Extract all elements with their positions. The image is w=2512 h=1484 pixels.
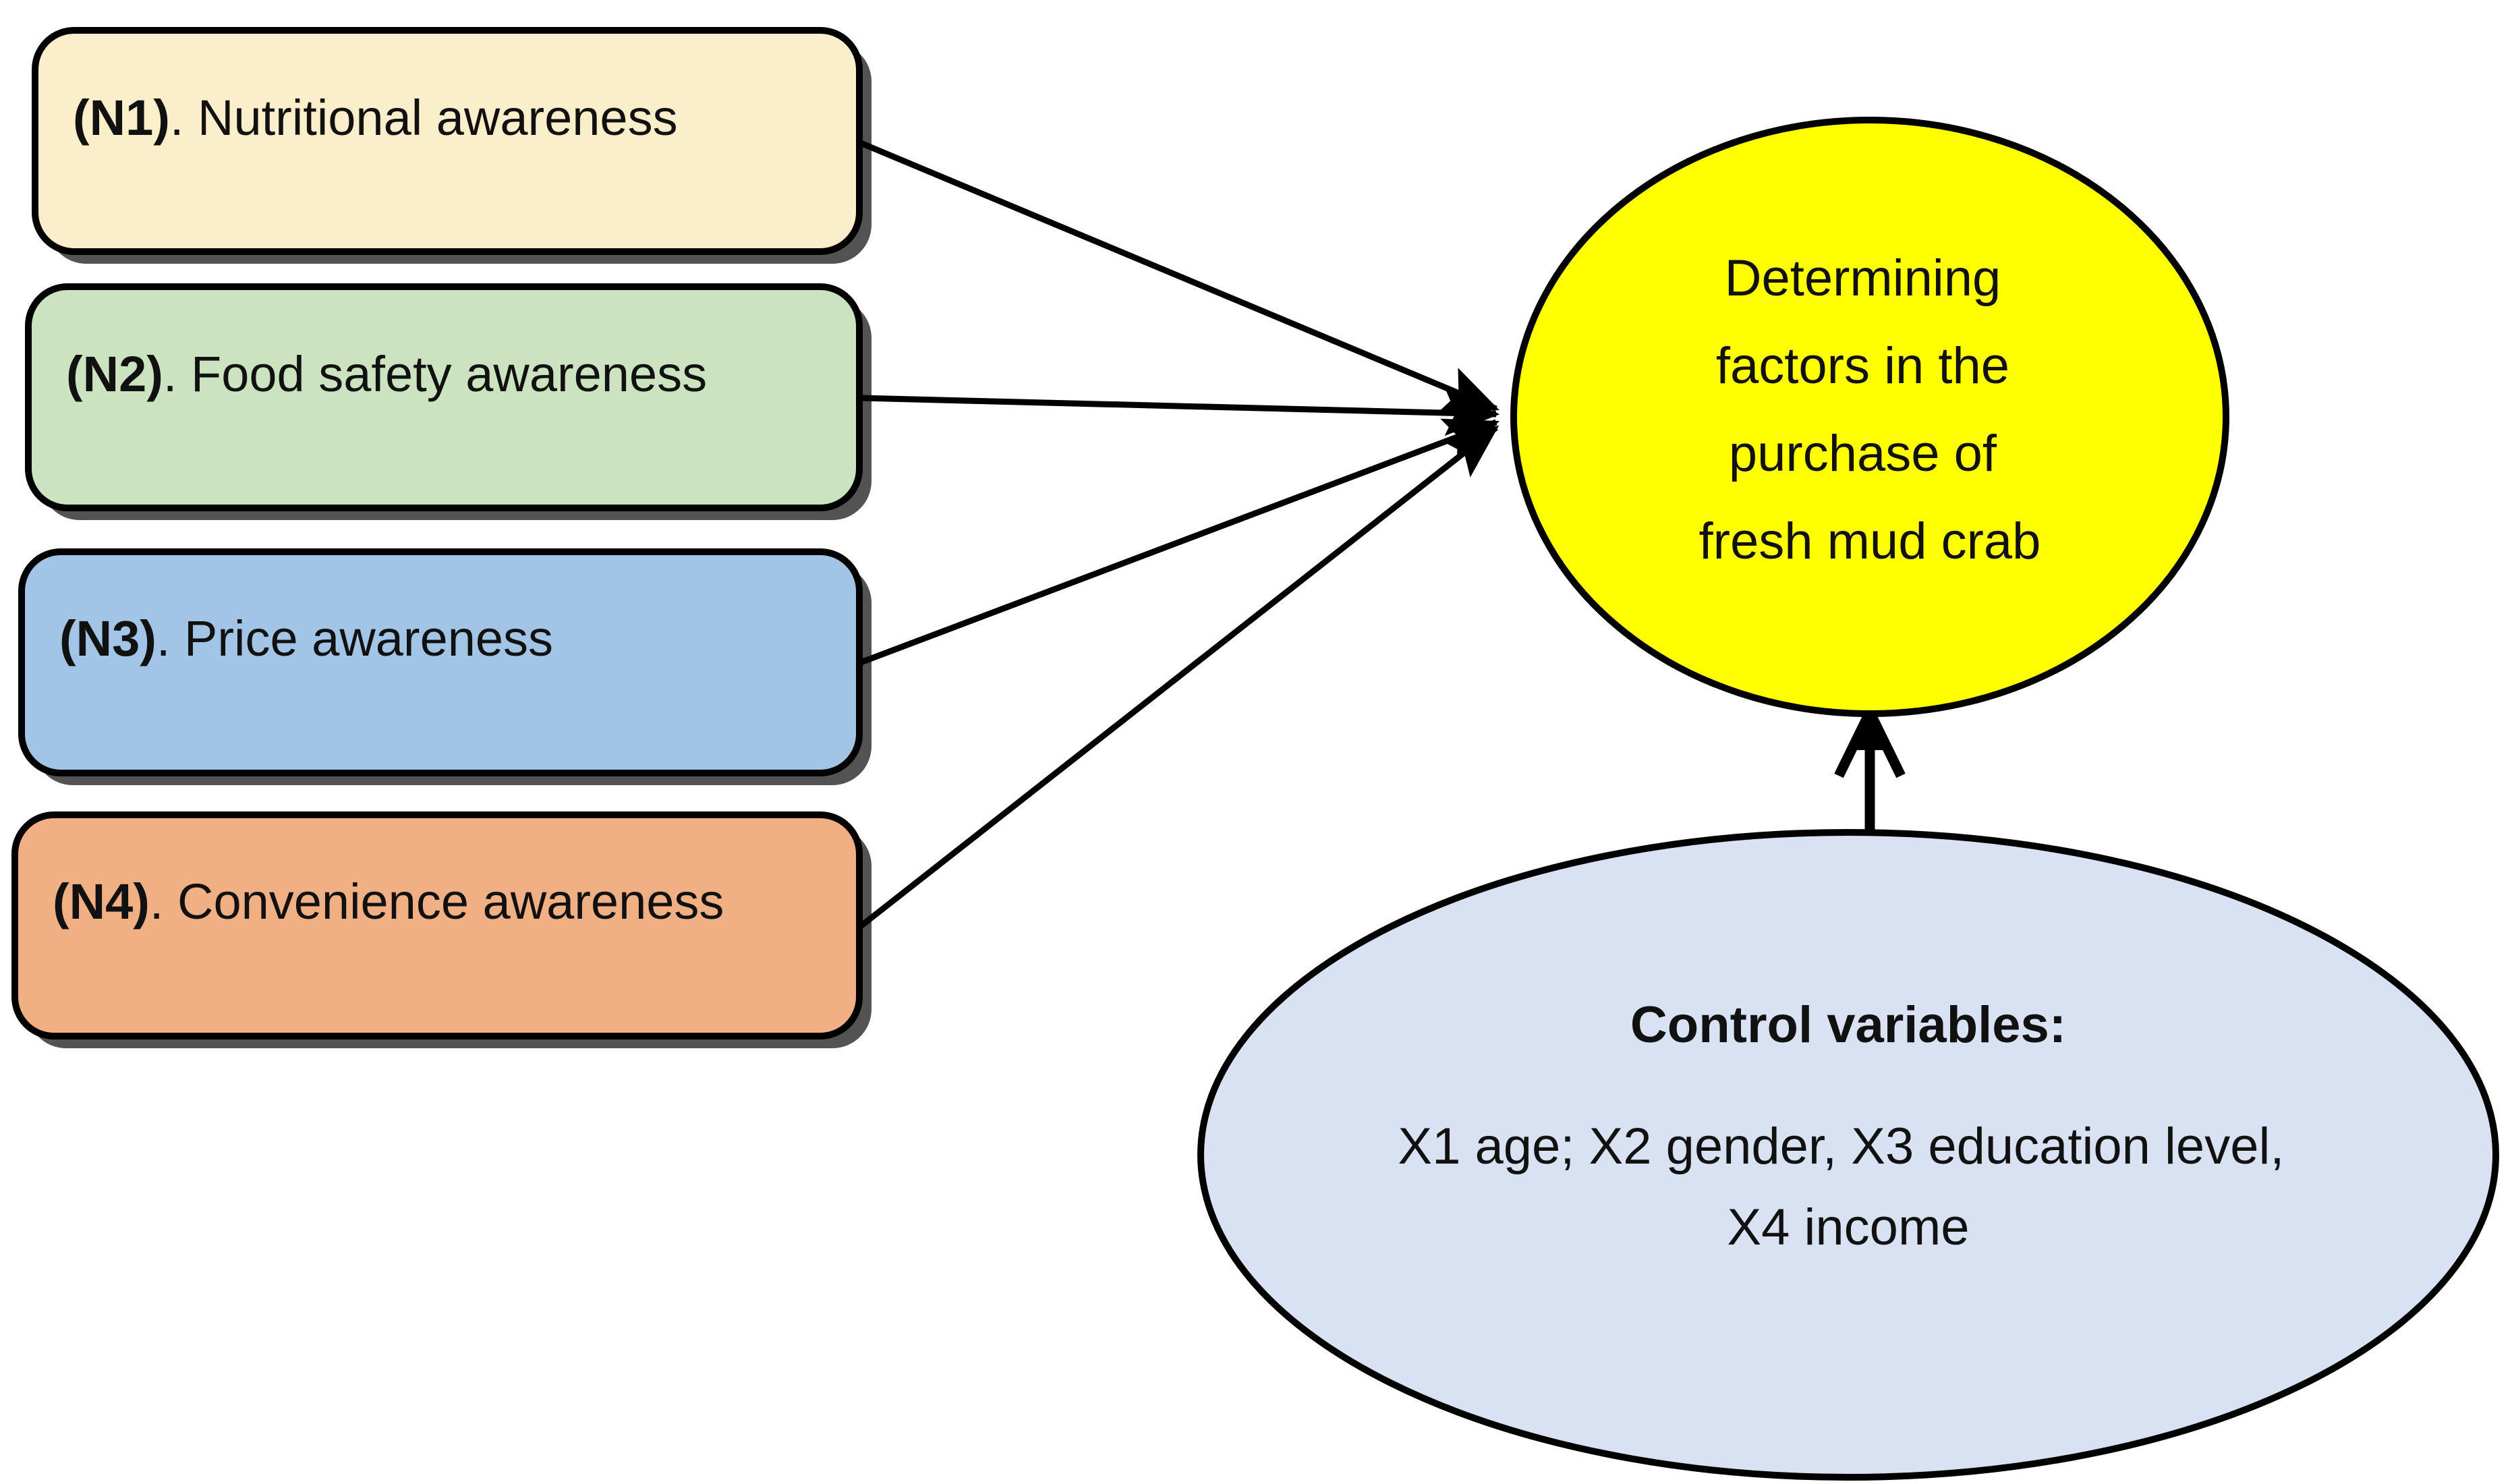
factor-box-n2-body[interactable] (25, 283, 863, 511)
factor-box-n1-code: (N1) (73, 90, 170, 146)
factor-box-n3-body[interactable] (18, 548, 863, 776)
factor-box-n1[interactable]: (N1). Nutritional awareness (32, 27, 872, 264)
factor-box-n2[interactable]: (N2). Food safety awareness (25, 283, 872, 520)
connector-n1-to-outcome (859, 140, 1500, 412)
control-to-outcome-arrow (1834, 710, 1906, 835)
control-variables-line-1: X1 age; X2 gender, X3 education level, (1398, 1118, 2284, 1175)
factor-box-n3-label: (N3). Price awareness (59, 610, 553, 666)
factor-box-n2-separator: . (163, 346, 191, 402)
factor-box-n1-separator: . (170, 90, 198, 146)
factor-box-n1-label: (N1). Nutritional awareness (73, 90, 678, 146)
factor-box-n3[interactable]: (N3). Price awareness (18, 548, 872, 785)
factor-box-n3-code: (N3) (59, 610, 156, 666)
control-arrow-head-icon (1834, 710, 1906, 778)
control-variables-ellipse[interactable]: Control variables: X1 age; X2 gender, X3… (1197, 829, 2499, 1481)
connector-n3-to-outcome (859, 418, 1500, 666)
factor-box-n3-separator: . (156, 610, 184, 666)
factor-box-n4-separator: . (150, 874, 177, 930)
outcome-line-1: Determining (1725, 250, 2001, 307)
factor-box-n4-text: Convenience awareness (177, 874, 724, 930)
outcome-line-3: purchase of (1729, 425, 1997, 482)
outcome-ellipse[interactable]: Determining factors in the purchase of f… (1510, 117, 2229, 717)
control-variables-ellipse-body[interactable] (1197, 829, 2499, 1481)
factor-box-n4-label: (N4). Convenience awareness (53, 874, 724, 930)
connector-group (859, 140, 1500, 929)
outcome-line-2: factors in the (1716, 337, 2009, 395)
factor-box-n4-code: (N4) (53, 874, 150, 930)
factor-box-n1-body[interactable] (32, 27, 863, 255)
connector-n2-to-outcome (860, 389, 1500, 436)
connector-n4-to-outcome (859, 425, 1500, 929)
factor-box-n2-text: Food safety awareness (191, 346, 707, 402)
outcome-ellipse-label: Determining factors in the purchase of f… (1699, 250, 2041, 570)
factor-box-n2-label: (N2). Food safety awareness (66, 346, 707, 402)
control-variables-line-2: X4 income (1727, 1199, 1969, 1256)
factor-box-n1-text: Nutritional awareness (198, 90, 678, 146)
factor-box-n2-code: (N2) (66, 346, 163, 402)
factor-box-n4[interactable]: (N4). Convenience awareness (11, 811, 872, 1048)
factor-box-n4-body[interactable] (11, 811, 863, 1039)
control-arrow-tip-icon (1856, 712, 1883, 750)
outcome-ellipse-body[interactable] (1510, 117, 2229, 717)
control-variables-list: X1 age; X2 gender, X3 education level, X… (1398, 1118, 2298, 1256)
outcome-line-4: fresh mud crab (1699, 513, 2041, 570)
factor-box-n3-text: Price awareness (184, 610, 553, 666)
control-variables-heading: Control variables: (1630, 996, 2066, 1054)
